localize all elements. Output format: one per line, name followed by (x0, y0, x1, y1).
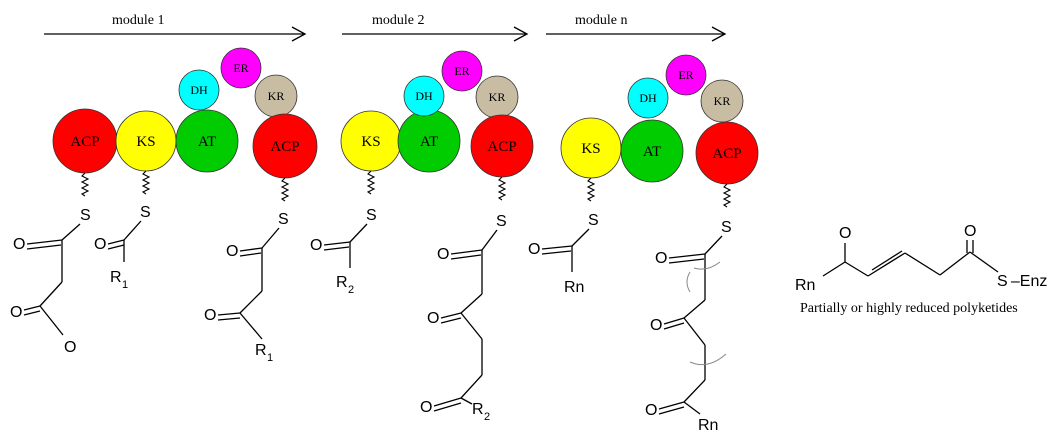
at-label-1: AT (198, 134, 216, 150)
svg-text:1: 1 (267, 352, 273, 364)
svg-text:O: O (655, 250, 667, 267)
svg-text:O: O (13, 236, 25, 253)
thioester-enzyme-label: S –Enz (997, 273, 1047, 290)
acp-label-loading: ACP (70, 134, 99, 150)
module-n-header: module n (546, 13, 727, 42)
repeat-bracket-bottom (689, 353, 727, 366)
repeat-bracket-top (693, 261, 721, 270)
svg-text:O: O (226, 243, 238, 260)
repeat-bracket-left (686, 271, 691, 293)
svg-text:O: O (204, 307, 216, 324)
svg-text:O: O (64, 339, 76, 356)
svg-text:R: R (110, 269, 122, 286)
kr-domain-n (700, 79, 744, 123)
polyketide-chain-n: S O O O Rn (645, 183, 732, 432)
svg-text:S: S (366, 207, 377, 224)
svg-text:2: 2 (348, 284, 354, 296)
svg-text:Rn: Rn (698, 417, 718, 432)
svg-text:S: S (721, 219, 732, 236)
svg-text:O: O (645, 402, 657, 419)
kr-label-1: KR (268, 89, 285, 103)
svg-text:Rn: Rn (564, 279, 584, 296)
ks-label-n: KS (581, 141, 600, 157)
er-label-1: ER (233, 61, 248, 75)
svg-text:R: R (255, 342, 267, 359)
at-label-2: AT (420, 134, 438, 150)
er-label-n: ER (678, 68, 693, 82)
svg-text:O: O (310, 237, 322, 254)
svg-text:S: S (278, 211, 289, 228)
svg-text:O: O (10, 304, 22, 321)
kr-label-n: KR (714, 94, 731, 108)
svg-text:R: R (472, 401, 484, 418)
svg-text:2: 2 (484, 411, 490, 423)
dh-domain-1 (178, 69, 220, 111)
acp-label-2: ACP (487, 139, 516, 155)
at-domain-n (620, 119, 684, 183)
svg-text:O: O (839, 225, 851, 242)
module-1-label: module 1 (112, 13, 165, 28)
svg-text:Rn: Rn (795, 277, 815, 294)
acyl-thioester-ks-2: S O R 2 (310, 170, 377, 296)
er-domain-2 (441, 50, 483, 92)
dh-label-2: DH (415, 89, 433, 103)
svg-text:O: O (427, 310, 439, 327)
svg-text:O: O (964, 223, 976, 240)
triketide-chain-2: S O O O R 2 (420, 176, 507, 423)
acp-label-1: ACP (270, 139, 299, 155)
beta-ketoacyl-chain-1: S O O R 1 (204, 177, 290, 364)
svg-text:O: O (650, 317, 662, 334)
dh-label-n: DH (639, 91, 657, 105)
dh-label-1: DH (190, 83, 208, 97)
acp-label-n: ACP (712, 146, 741, 162)
svg-text:O: O (94, 236, 106, 253)
svg-text:S: S (80, 207, 91, 224)
svg-text:O: O (437, 246, 449, 263)
er-domain-1 (220, 47, 262, 89)
reduced-polyketide-product: O Rn O S –Enz Partially or highly reduce… (795, 223, 1047, 316)
module-1-header: module 1 (44, 13, 307, 42)
er-label-2: ER (454, 64, 469, 78)
ks-label-1: KS (136, 134, 155, 150)
ks-label-2: KS (361, 134, 380, 150)
svg-text:S: S (496, 213, 507, 230)
svg-text:S: S (140, 204, 151, 221)
dh-domain-2 (403, 75, 445, 117)
acyl-thioester-ks-n: S O Rn (528, 177, 599, 296)
svg-text:O: O (528, 241, 540, 258)
product-caption: Partially or highly reduced polyketides (800, 301, 1018, 316)
svg-text:S: S (588, 212, 599, 229)
module-2-header: module 2 (342, 13, 529, 42)
kr-label-2: KR (489, 90, 506, 104)
er-domain-n (665, 54, 707, 96)
at-label-n: AT (643, 144, 661, 160)
acyl-thioester-ks-1: S O R 1 (94, 170, 151, 291)
at-domain-1 (175, 109, 239, 173)
svg-text:R: R (336, 274, 348, 291)
svg-text:O: O (420, 399, 432, 416)
dh-domain-n (627, 77, 669, 119)
module-2-label: module 2 (372, 13, 425, 28)
module-n-label: module n (575, 13, 628, 28)
malonyl-thioester-loading: S O O O (10, 172, 91, 356)
svg-text:1: 1 (122, 279, 128, 291)
